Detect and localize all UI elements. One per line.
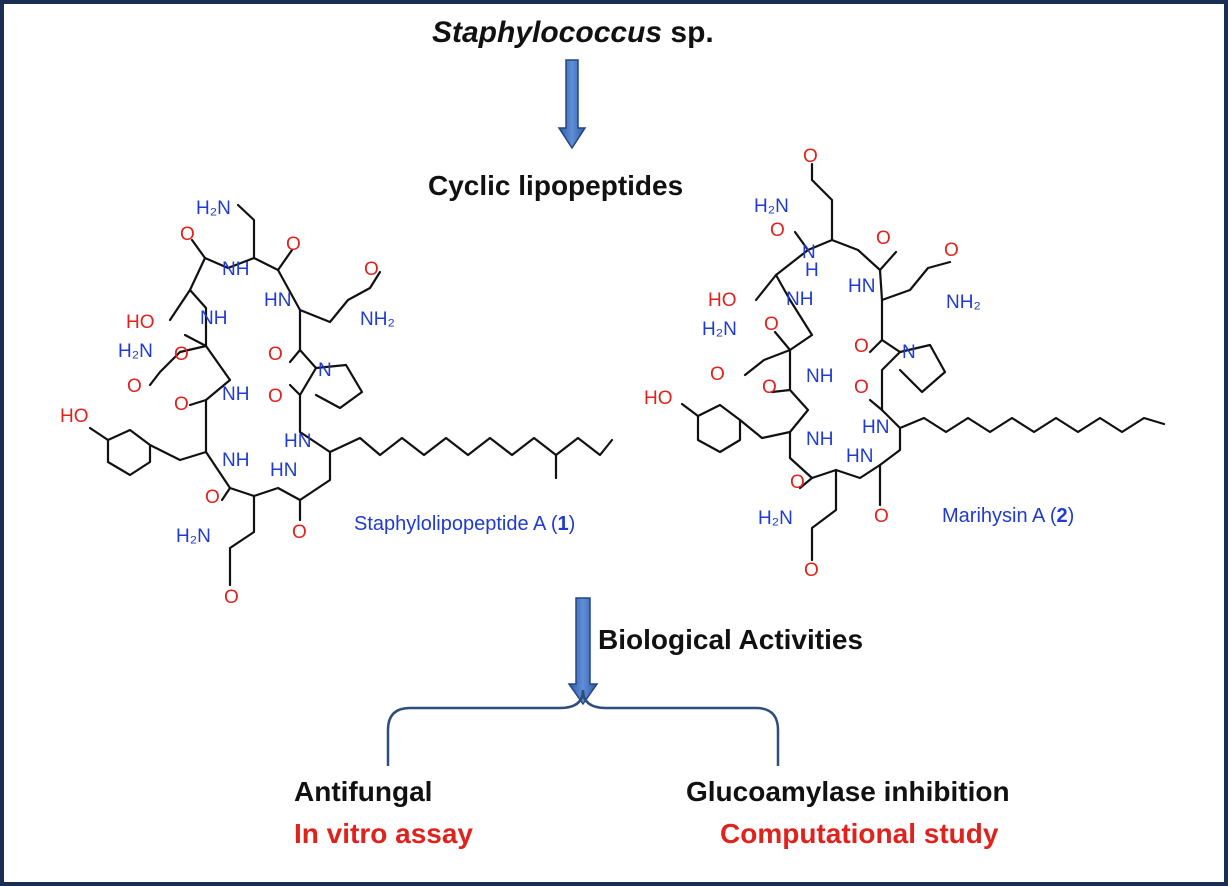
svg-text:NH: NH: [786, 289, 813, 310]
svg-text:O: O: [224, 587, 239, 608]
svg-text:HN: HN: [264, 290, 291, 311]
svg-text:NH: NH: [222, 384, 249, 405]
svg-text:O: O: [364, 259, 379, 280]
svg-text:NH₂: NH₂: [946, 292, 981, 313]
svg-text:O: O: [770, 220, 785, 241]
activity-antifungal-method: In vitro assay: [294, 818, 473, 849]
svg-text:O: O: [127, 376, 142, 397]
svg-text:NH: NH: [806, 366, 833, 387]
svg-text:O: O: [790, 472, 805, 493]
svg-text:NH₂: NH₂: [360, 309, 395, 330]
activity-glucoamylase-method: Computational study: [720, 818, 999, 849]
svg-text:H₂N: H₂N: [196, 198, 231, 219]
svg-text:H₂N: H₂N: [702, 319, 737, 340]
compound-2-label: Marihysin A (2): [942, 505, 1074, 527]
activity-antifungal-title: Antifungal: [294, 776, 433, 807]
svg-text:H₂N: H₂N: [118, 341, 153, 362]
svg-text:O: O: [292, 522, 307, 543]
svg-text:H₂N: H₂N: [758, 508, 793, 529]
svg-text:HN: HN: [846, 446, 873, 467]
activities-brace: [386, 689, 780, 766]
svg-text:O: O: [174, 344, 189, 365]
svg-text:O: O: [854, 336, 869, 357]
svg-text:NH: NH: [222, 450, 249, 471]
svg-text:N: N: [902, 342, 916, 363]
svg-text:O: O: [944, 240, 959, 261]
svg-text:O: O: [710, 364, 725, 385]
svg-text:NH: NH: [200, 308, 227, 329]
svg-text:O: O: [854, 377, 869, 398]
source-organism: Staphylococcus sp.: [432, 16, 714, 49]
svg-text:NH: NH: [222, 259, 249, 280]
svg-text:O: O: [764, 314, 779, 335]
svg-text:O: O: [803, 146, 818, 167]
svg-text:HO: HO: [644, 388, 673, 409]
svg-text:NH: NH: [806, 429, 833, 450]
svg-text:O: O: [762, 377, 777, 398]
svg-text:HO: HO: [60, 406, 89, 427]
arrow-down-activities: [567, 597, 599, 706]
svg-text:O: O: [268, 344, 283, 365]
arrow-down-top: [557, 59, 587, 150]
class-label: Cyclic lipopeptides: [428, 170, 684, 201]
svg-text:O: O: [804, 560, 819, 581]
compound-1-label: Staphylolipopeptide A (1): [354, 513, 575, 535]
svg-text:HN: HN: [862, 417, 889, 438]
svg-text:HN: HN: [848, 276, 875, 297]
svg-text:O: O: [268, 386, 283, 407]
svg-text:O: O: [286, 234, 301, 255]
svg-text:HN: HN: [270, 460, 297, 481]
structure-compound-2: O H₂N O N H O O HN NH₂ HO NH H₂N O O N O…: [644, 146, 1166, 581]
svg-text:HO: HO: [126, 312, 155, 333]
svg-text:O: O: [874, 506, 889, 527]
svg-text:H: H: [805, 260, 819, 281]
svg-text:O: O: [180, 224, 195, 245]
activity-glucoamylase-title: Glucoamylase inhibition: [686, 776, 1010, 807]
svg-text:HN: HN: [284, 431, 311, 452]
svg-text:O: O: [876, 228, 891, 249]
svg-text:H₂N: H₂N: [754, 196, 789, 217]
svg-text:N: N: [318, 360, 332, 381]
svg-text:HO: HO: [708, 290, 737, 311]
svg-text:O: O: [205, 487, 220, 508]
structure-compound-1: H₂N O NH O O NH₂ HN HO NH H₂N O O N O NH…: [60, 198, 614, 608]
svg-text:N: N: [802, 242, 816, 263]
svg-text:O: O: [174, 394, 189, 415]
activities-label: Biological Activities: [598, 624, 864, 655]
svg-text:H₂N: H₂N: [176, 526, 211, 547]
